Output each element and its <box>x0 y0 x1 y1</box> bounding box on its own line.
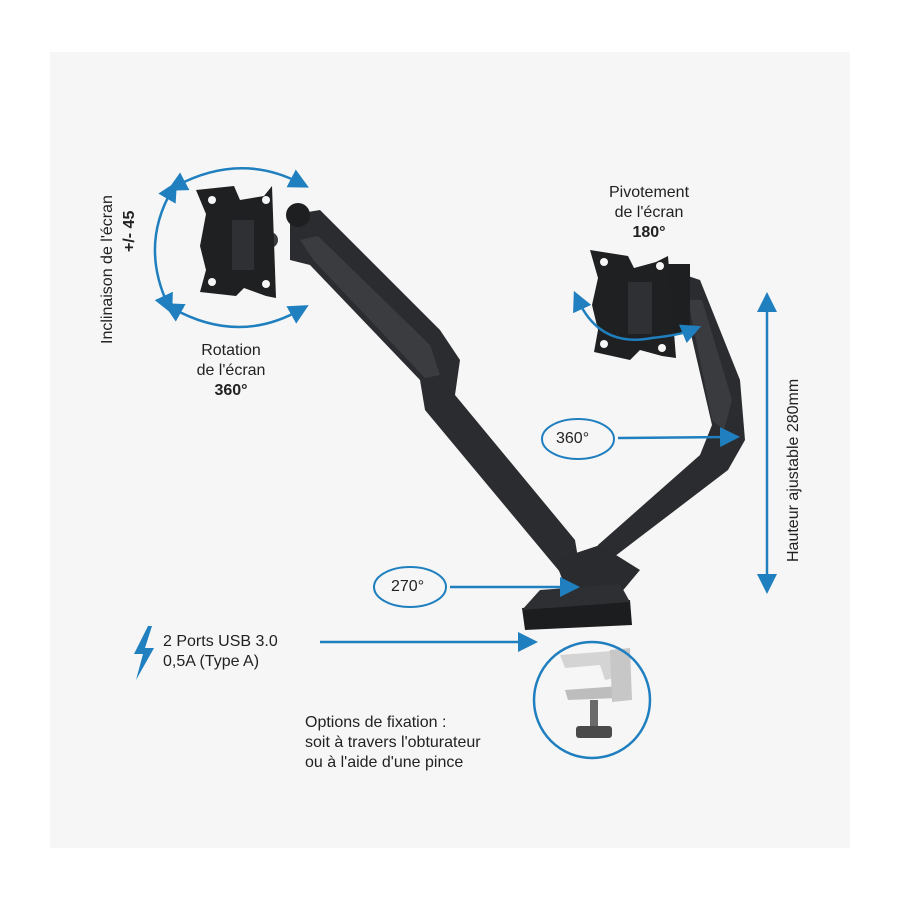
pivot-arc-arrow <box>573 290 702 344</box>
usb-label-line2: 0,5A (Type A) <box>163 653 260 670</box>
rotation-label-line2: de l'écran <box>196 362 266 379</box>
pivot-label: Pivotement de l'écran 180° <box>588 183 710 243</box>
mount-label-line3: ou à l'aide d'une pince <box>305 754 464 771</box>
height-label-text: Hauteur ajustable 280mm <box>785 378 802 562</box>
rotation-label-line1: Rotation <box>201 342 261 359</box>
joint-lower-ellipse <box>373 566 447 608</box>
rotation-label-line3: 360° <box>214 382 248 399</box>
tilt-label-line2: +/- 45 <box>121 210 138 252</box>
left-vesa-plate <box>196 186 276 298</box>
joint-upper-pointer <box>617 427 740 448</box>
joint-lower-label: 270° <box>391 578 425 595</box>
joint-upper-ellipse <box>541 418 615 460</box>
tilt-label-line1: Inclinaison de l'écran <box>99 195 116 344</box>
rotation-label: Rotation de l'écran 360° <box>170 341 292 401</box>
usb-label-line1: 2 Ports USB 3.0 <box>163 633 278 650</box>
tilt-label: Inclinaison de l'écran <box>98 195 118 344</box>
pivot-label-line3: 180° <box>632 224 666 241</box>
joint-upper-label: 360° <box>556 430 590 447</box>
usb-label: 2 Ports USB 3.0 0,5A (Type A) <box>163 632 278 672</box>
lightning-icon <box>134 626 154 680</box>
mount-label-line2: soit à travers l'obturateur <box>305 734 481 751</box>
tilt-value: +/- 45 <box>120 211 140 252</box>
mount-label: Options de fixation : soit à travers l'o… <box>305 713 481 773</box>
top-arc-arrow <box>167 167 309 191</box>
left-arm <box>262 203 580 572</box>
rotation-arc-arrow <box>163 303 309 329</box>
height-label: Hauteur ajustable 280mm <box>784 379 804 562</box>
tilt-arc-arrow <box>153 181 178 315</box>
mount-label-line1: Options de fixation : <box>305 714 447 731</box>
right-vesa-plate <box>590 250 676 360</box>
clamp-illustration <box>560 648 632 738</box>
pivot-label-line1: Pivotement <box>608 184 690 201</box>
clamp-highlight-circle <box>532 640 652 760</box>
pivot-label-line2: de l'écran <box>614 204 684 221</box>
